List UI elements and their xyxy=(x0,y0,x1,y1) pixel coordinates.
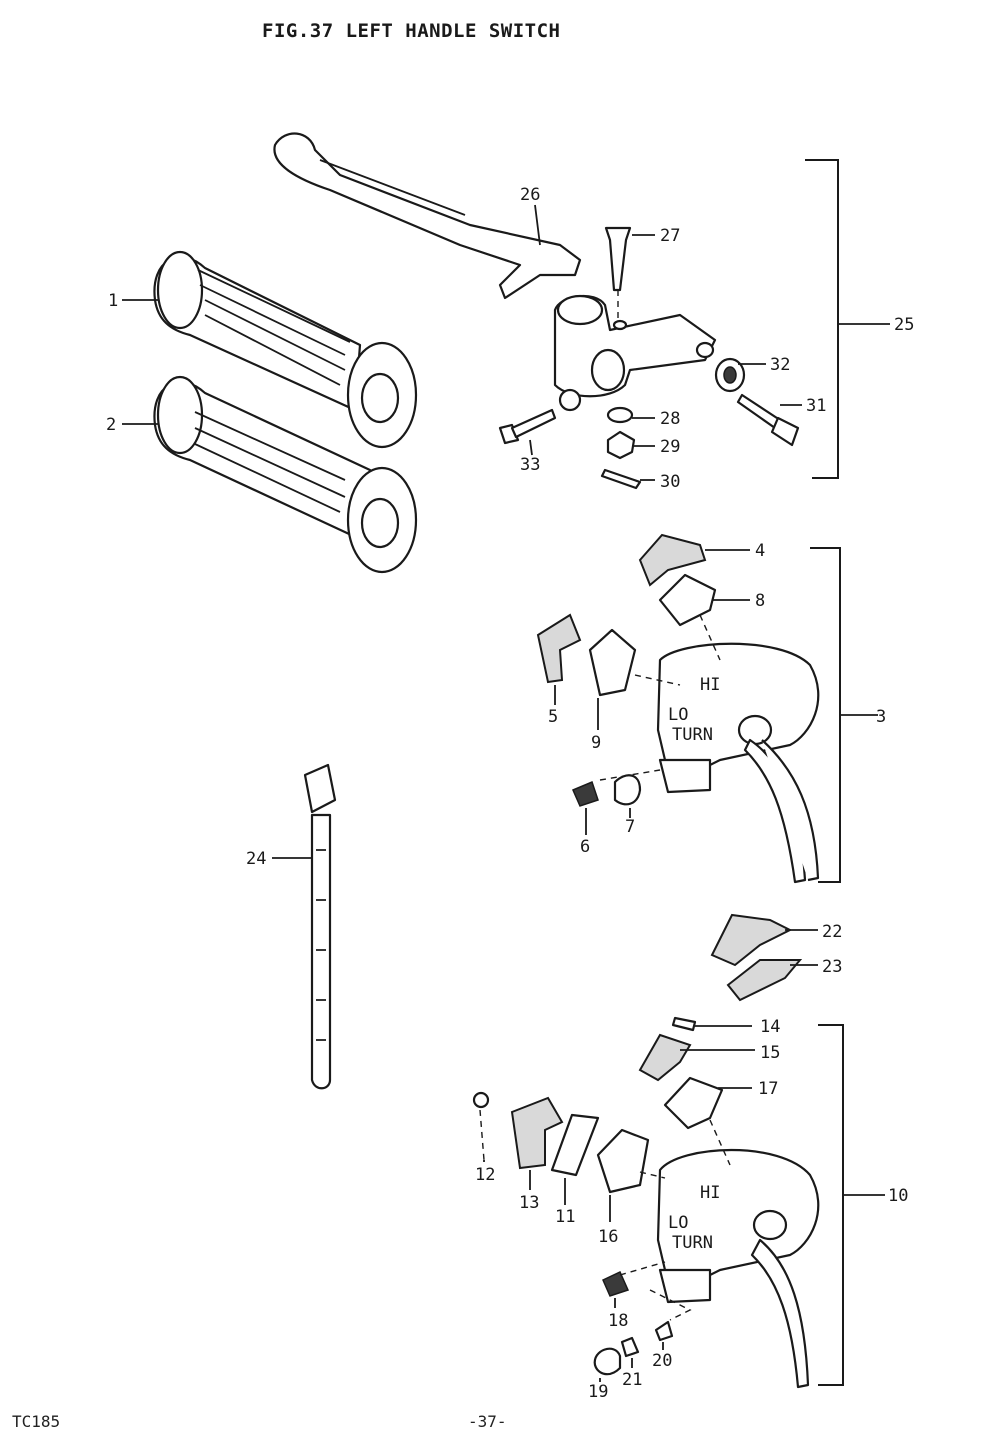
hi-mark: HI xyxy=(700,675,720,695)
bolt-31 xyxy=(736,393,800,447)
callout-13: 13 xyxy=(519,1193,539,1213)
knob-13 xyxy=(510,1096,564,1170)
bracket-25 xyxy=(805,159,839,479)
callout-26: 26 xyxy=(520,185,540,205)
callout-25: 25 xyxy=(894,315,914,335)
grip-1 xyxy=(153,250,418,449)
knob-4 xyxy=(638,533,707,587)
screw-12 xyxy=(472,1091,490,1109)
figure-title: FIG.37 LEFT HANDLE SWITCH xyxy=(262,20,561,42)
callout-21: 21 xyxy=(622,1370,642,1390)
contact-9 xyxy=(588,628,637,697)
cover-23 xyxy=(726,959,803,1002)
screw-20 xyxy=(654,1320,674,1342)
callout-10: 10 xyxy=(888,1186,908,1206)
knob-6 xyxy=(572,780,599,807)
contact-17 xyxy=(663,1076,724,1130)
button-19 xyxy=(593,1347,622,1376)
grip-2 xyxy=(153,375,418,574)
knob-5 xyxy=(536,613,582,684)
callout-23: 23 xyxy=(822,957,842,977)
clutch-lever-26 xyxy=(273,132,582,300)
callout-22: 22 xyxy=(822,922,842,942)
callout-8: 8 xyxy=(755,591,765,611)
callout-3: 3 xyxy=(876,707,886,727)
band-24 xyxy=(303,763,337,1090)
cotter-pin-30 xyxy=(600,468,642,490)
bolt-27 xyxy=(604,226,632,331)
lo-mark-2: LO xyxy=(668,1213,688,1233)
knob-15 xyxy=(638,1033,692,1082)
callout-17: 17 xyxy=(758,1079,778,1099)
lever-holder xyxy=(553,294,717,412)
knob-22 xyxy=(710,913,793,967)
bolt-33 xyxy=(498,408,557,445)
callout-16: 16 xyxy=(598,1227,618,1247)
contact-8 xyxy=(658,573,717,627)
callout-28: 28 xyxy=(660,409,680,429)
callout-2: 2 xyxy=(106,415,116,435)
callout-31: 31 xyxy=(806,396,826,416)
callout-9: 9 xyxy=(591,733,601,753)
callout-18: 18 xyxy=(608,1311,628,1331)
nut-29 xyxy=(606,430,636,460)
callout-labels: 1 2 3 4 5 6 7 8 9 10 11 12 13 14 15 16 1… xyxy=(106,185,914,1402)
switch-housing-10: HI LO TURN xyxy=(656,1148,820,1389)
callout-14: 14 xyxy=(760,1017,780,1037)
lo-mark: LO xyxy=(668,705,688,725)
bracket-10 xyxy=(818,1024,844,1386)
button-7 xyxy=(613,774,642,806)
callout-30: 30 xyxy=(660,472,680,492)
callout-29: 29 xyxy=(660,437,680,457)
callout-5: 5 xyxy=(548,707,558,727)
page-number: -37- xyxy=(468,1412,507,1431)
callout-15: 15 xyxy=(760,1043,780,1063)
contact-16 xyxy=(596,1128,650,1194)
model-code: TC185 xyxy=(12,1412,61,1431)
callout-33: 33 xyxy=(520,455,540,475)
hi-mark-2: HI xyxy=(700,1183,720,1203)
callout-11: 11 xyxy=(555,1207,575,1227)
assembly-lines xyxy=(479,614,731,1321)
callout-6: 6 xyxy=(580,837,590,857)
callout-20: 20 xyxy=(652,1351,672,1371)
turn-mark-2: TURN xyxy=(672,1233,713,1253)
washer-28 xyxy=(606,406,634,424)
callout-4: 4 xyxy=(755,541,765,561)
switch-housing-3: HI LO TURN xyxy=(656,642,820,884)
washer-32 xyxy=(714,357,746,393)
callout-12: 12 xyxy=(475,1165,495,1185)
callout-19: 19 xyxy=(588,1382,608,1402)
cover-11 xyxy=(550,1113,600,1177)
callout-1: 1 xyxy=(108,291,118,311)
screw-14 xyxy=(671,1016,697,1032)
callout-24: 24 xyxy=(246,849,266,869)
callout-7: 7 xyxy=(625,817,635,837)
spring-21 xyxy=(620,1336,640,1358)
turn-mark: TURN xyxy=(672,725,713,745)
leader-lines xyxy=(122,204,890,1382)
knob-18 xyxy=(602,1270,630,1297)
callout-32: 32 xyxy=(770,355,790,375)
callout-27: 27 xyxy=(660,226,680,246)
